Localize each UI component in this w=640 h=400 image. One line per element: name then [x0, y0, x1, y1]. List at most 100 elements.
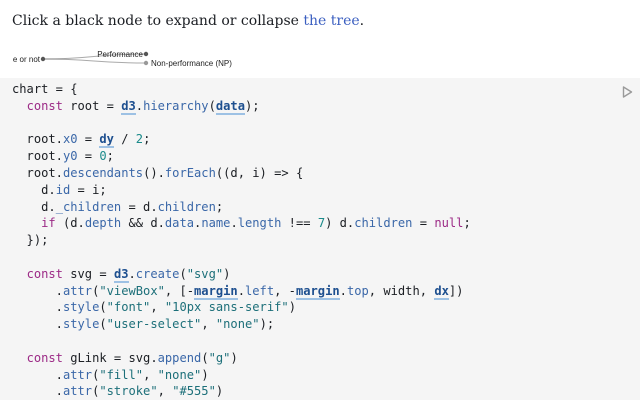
code-line: const gLink = svg.append("g") — [12, 350, 471, 367]
code-token: ); — [245, 98, 260, 113]
code-token: ( — [201, 350, 209, 365]
code-token: !== — [281, 216, 318, 231]
code-token: ) — [230, 350, 238, 365]
code-token: style — [62, 317, 100, 332]
code-token: "none" — [157, 367, 202, 382]
code-token: chart = { — [12, 82, 78, 96]
tree-label-performance: Performance — [97, 50, 143, 59]
code-token: ); — [259, 317, 275, 332]
tree-root-label: e or not — [13, 55, 41, 64]
code-token: ( — [92, 283, 100, 298]
code-line: .attr("viewBox", [-margin.left, -margin.… — [12, 283, 471, 300]
code-token: "font" — [106, 300, 151, 315]
code-token: , — [157, 384, 173, 399]
code-token: data — [215, 98, 245, 115]
code-token: / — [113, 132, 136, 147]
code-line: chart = { — [12, 81, 471, 98]
code-token: ; — [106, 149, 114, 164]
code-token: . — [194, 216, 202, 231]
tree-link-non-performance — [42, 58, 147, 64]
code-token: . — [12, 317, 63, 332]
code-token: root = — [62, 98, 122, 113]
code-line: const svg = d3.create("svg") — [12, 266, 471, 283]
code-token: = i; — [70, 182, 107, 197]
code-token: id — [55, 182, 71, 197]
code-token: "viewBox" — [99, 283, 165, 298]
code-token: data — [164, 216, 195, 231]
code-token: const — [26, 350, 63, 365]
code-token: (). — [143, 165, 165, 180]
code-token: ) — [215, 384, 224, 399]
code-token: null — [434, 216, 464, 231]
code-token: depth — [84, 216, 122, 231]
code-token: hierarchy — [143, 98, 209, 113]
intro-text: Click a black node to expand or collapse… — [12, 11, 364, 31]
code-token: dx — [434, 283, 449, 300]
code-line: root.y0 = 0; — [12, 148, 471, 165]
code-token: name — [201, 216, 231, 231]
code-line: const root = d3.hierarchy(data); — [12, 98, 471, 115]
code-line: root.descendants().forEach((d, i) => { — [12, 165, 471, 182]
code-token: root. — [12, 165, 63, 180]
code-token: create — [135, 266, 180, 281]
code-token: , — [201, 317, 216, 332]
code-token: ( — [99, 300, 107, 315]
code-token: ) d. — [325, 216, 355, 231]
code-line — [12, 115, 471, 132]
code-token: top — [346, 283, 369, 298]
code-token: margin — [295, 283, 340, 300]
code-token — [12, 351, 27, 365]
code-token: attr — [62, 384, 93, 399]
code-token: d. — [12, 182, 56, 197]
code-token: ) — [201, 367, 209, 382]
code-token: "#555" — [172, 384, 216, 399]
tree-node-non-performance — [143, 60, 149, 66]
code-token: dy — [99, 132, 114, 149]
code-token: const — [26, 266, 63, 281]
code-token: = — [77, 132, 100, 147]
code-token: ; — [143, 132, 151, 147]
code-line: d.id = i; — [12, 182, 471, 199]
code-token: attr — [62, 283, 93, 298]
tree-link[interactable]: the tree — [303, 13, 360, 29]
code-token: , - — [274, 283, 296, 298]
code-token: ; — [463, 216, 471, 231]
code-token: "10px sans-serif" — [164, 300, 289, 315]
code-token: && d. — [121, 216, 165, 231]
code-line — [12, 333, 471, 350]
code-token: "user-select" — [106, 317, 202, 332]
code-token — [12, 99, 27, 113]
code-block: chart = { const root = d3.hierarchy(data… — [12, 81, 471, 400]
code-token: , — [143, 367, 158, 382]
code-token: . — [128, 266, 136, 281]
play-icon[interactable] — [620, 85, 634, 99]
code-cell[interactable]: chart = { const root = d3.hierarchy(data… — [0, 78, 640, 400]
code-token: ( — [179, 266, 187, 281]
code-token: left — [245, 283, 275, 298]
code-token: ( — [92, 384, 100, 399]
code-token: "svg" — [186, 266, 224, 281]
code-token: root. — [12, 149, 63, 164]
code-token: , — [150, 300, 165, 315]
code-token: style — [62, 300, 100, 315]
code-token: "none" — [215, 317, 260, 332]
tree-root-node[interactable] — [40, 56, 46, 62]
code-token: . — [339, 283, 347, 298]
code-token: _children — [55, 199, 122, 214]
code-line: d._children = d.children; — [12, 199, 471, 216]
code-token: , [- — [164, 283, 195, 298]
code-token: if — [41, 216, 56, 231]
code-token: . — [12, 283, 63, 298]
code-token: ((d, i) => { — [215, 165, 304, 180]
code-token: const — [26, 98, 63, 113]
code-token: . — [12, 384, 63, 399]
tree-node-performance[interactable] — [143, 51, 149, 57]
code-token: x0 — [62, 132, 78, 147]
code-token: . — [12, 367, 63, 382]
code-token: gLink = svg. — [62, 350, 158, 365]
code-line: .attr("fill", "none") — [12, 367, 471, 384]
code-token: children — [157, 199, 216, 214]
code-token: . — [135, 98, 144, 113]
code-line: if (d.depth && d.data.name.length !== 7)… — [12, 215, 471, 232]
intro-suffix: . — [359, 13, 365, 29]
